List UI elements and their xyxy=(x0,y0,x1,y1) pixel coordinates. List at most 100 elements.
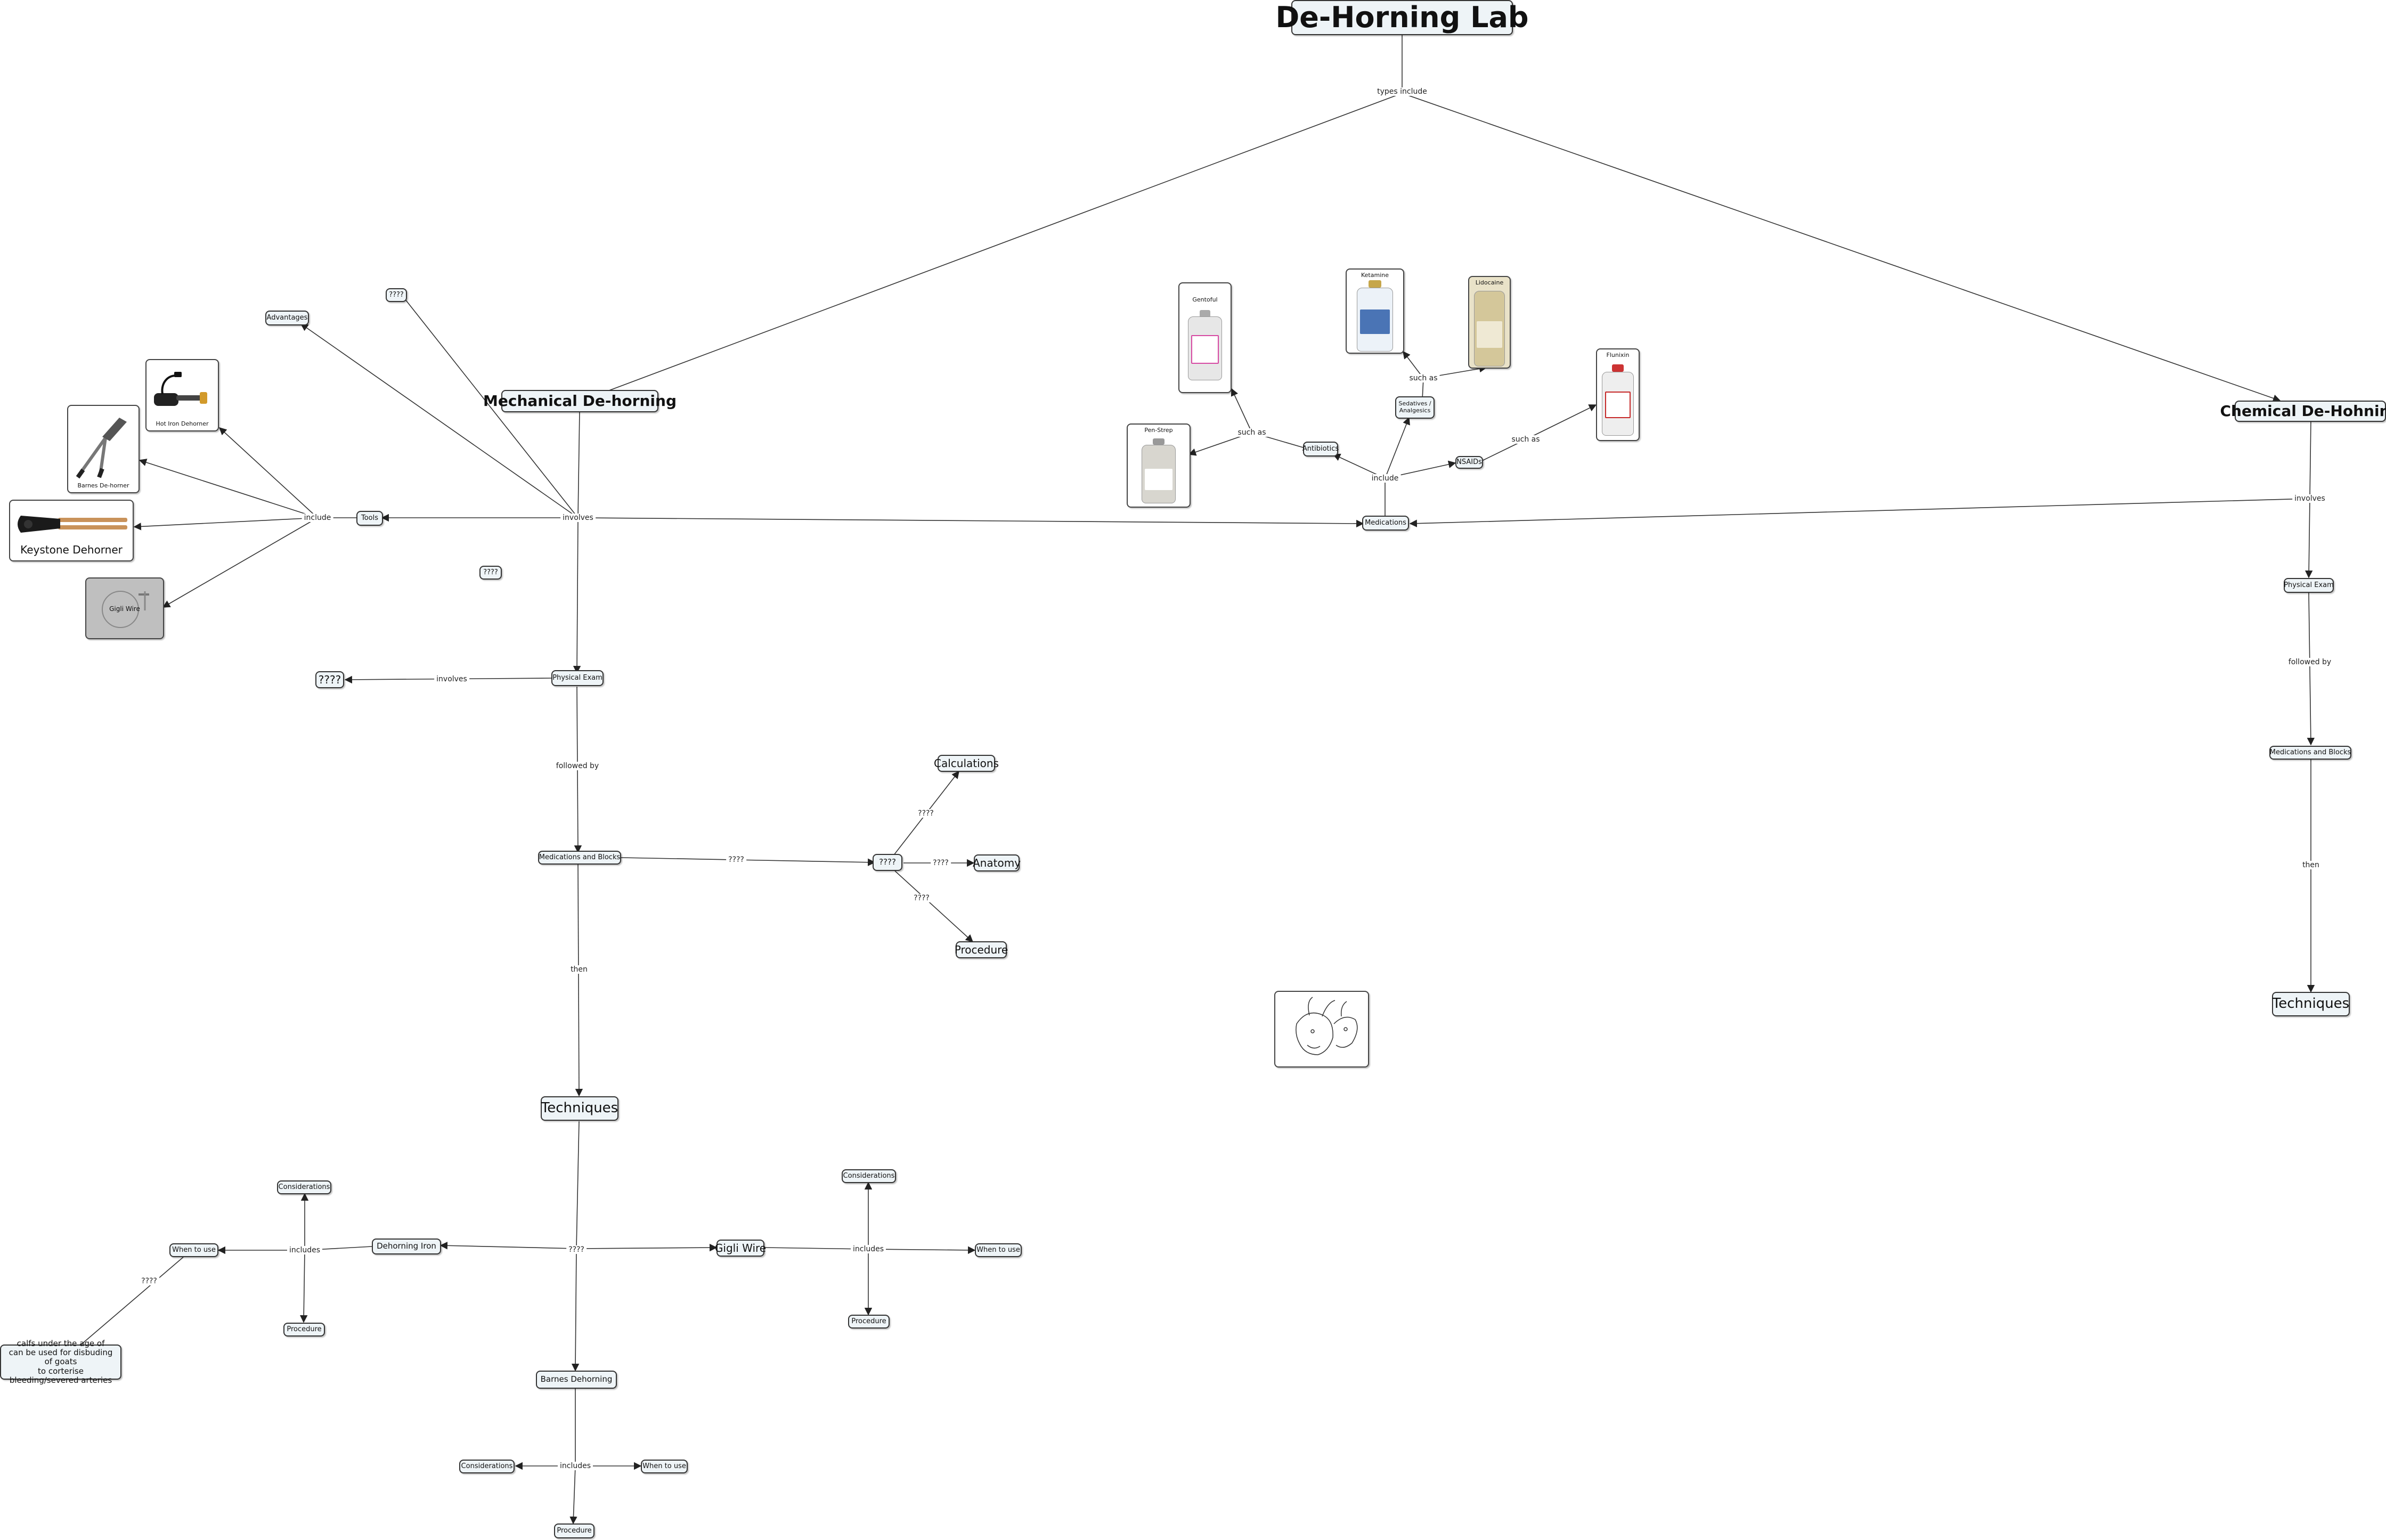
node-unknown-mid[interactable]: ???? xyxy=(479,566,502,580)
caption-keystone: Keystone Dehorner xyxy=(20,543,123,556)
edge-q-barnes xyxy=(571,1248,580,1372)
image-gigli-wire[interactable]: Gigli Wire xyxy=(85,577,164,639)
link-q-iron-note: ???? xyxy=(139,1277,159,1285)
node-nsaids[interactable]: NSAIDs xyxy=(1455,456,1483,469)
node-when-gigli[interactable]: When to use xyxy=(975,1243,1022,1257)
caption-ketamine: Ketamine xyxy=(1361,272,1389,279)
node-procedure-iron[interactable]: Procedure xyxy=(283,1323,325,1337)
edge-mech-involves xyxy=(577,411,580,518)
node-procedure-barnes[interactable]: Procedure xyxy=(554,1523,595,1538)
link-involves-chem: involves xyxy=(2292,494,2327,503)
caption-barnes: Barnes De-horner xyxy=(77,482,129,489)
link-then-right: then xyxy=(2300,861,2322,869)
edge-includes-proc-barnes xyxy=(569,1465,577,1525)
node-procedure-gigli[interactable]: Procedure xyxy=(848,1315,890,1329)
caption-gentamicin: Gentoful xyxy=(1192,296,1218,303)
edge-include-sedatives xyxy=(1385,417,1410,479)
edge-includes-proc-iron xyxy=(299,1250,308,1323)
image-pen-strep[interactable]: Pen-Strep xyxy=(1127,423,1191,508)
link-include-meds: include xyxy=(1369,474,1401,483)
node-unknown-calc[interactable]: ???? xyxy=(873,854,902,871)
node-unknown-top[interactable]: ???? xyxy=(386,288,407,302)
image-ketamine[interactable]: Ketamine xyxy=(1346,268,1404,354)
gentamicin-bottle-icon xyxy=(1188,316,1222,380)
link-such-as-nsaids: such as xyxy=(1509,435,1542,444)
link-involves-exam: involves xyxy=(434,675,469,683)
edge-chem-medications xyxy=(1409,498,2310,527)
node-calves-note[interactable]: calfs under the age of can be used for d… xyxy=(0,1339,121,1385)
node-when-barnes[interactable]: When to use xyxy=(641,1460,688,1473)
edge-chem-physexam xyxy=(2304,498,2313,578)
edge-tech-q xyxy=(576,1121,580,1249)
node-meds-blocks-left[interactable]: Medications and Blocks xyxy=(538,851,621,865)
node-physical-exam-left[interactable]: Physical Exam xyxy=(551,670,604,686)
image-cattle-sketch[interactable] xyxy=(1274,991,1369,1068)
node-meds-blocks-right[interactable]: Medications and Blocks xyxy=(2269,746,2351,760)
lidocaine-bottle-icon xyxy=(1474,291,1505,366)
link-then-left: then xyxy=(568,965,590,974)
node-sedatives[interactable]: Sedatives / Analgesics xyxy=(1395,396,1435,419)
node-procedure-calc[interactable]: Procedure xyxy=(955,941,1008,958)
node-considerations-iron[interactable]: Considerations xyxy=(277,1180,331,1194)
ketamine-bottle-icon xyxy=(1357,288,1393,352)
edge-include-barnes xyxy=(139,459,318,518)
link-includes-barnes: includes xyxy=(557,1462,593,1470)
node-advantages[interactable]: Advantages xyxy=(265,311,309,325)
link-q-calc-mid: ???? xyxy=(931,859,951,867)
edge-when-note xyxy=(79,1257,184,1346)
edge-meds-techniques xyxy=(575,862,583,1097)
node-barnes-dehorning[interactable]: Barnes Dehorning xyxy=(536,1371,617,1389)
node-tools[interactable]: Tools xyxy=(356,511,383,526)
node-when-iron[interactable]: When to use xyxy=(169,1243,218,1257)
caption-flunixin: Flunixin xyxy=(1606,352,1630,358)
caption-lidocaine: Lidocaine xyxy=(1475,279,1504,286)
link-includes-gigli: includes xyxy=(850,1245,886,1253)
image-gentamicin[interactable]: Gentoful xyxy=(1178,282,1232,393)
edge-chem-involves xyxy=(2309,419,2311,499)
node-antibiotics[interactable]: Antibiotics xyxy=(1302,442,1339,457)
image-lidocaine[interactable]: Lidocaine xyxy=(1468,276,1511,369)
node-unknown-exam[interactable]: ???? xyxy=(315,671,344,688)
edge-q-gigli xyxy=(576,1243,718,1252)
edge-involves-physexam xyxy=(573,517,581,674)
node-title[interactable]: De-Horning Lab xyxy=(1275,0,1529,35)
edge-suchas-flunixin xyxy=(1525,404,1597,440)
link-q-calc: ???? xyxy=(726,855,746,864)
node-physical-exam-right[interactable]: Physical Exam xyxy=(2284,578,2334,593)
link-includes-iron: includes xyxy=(287,1246,323,1254)
node-techniques-left[interactable]: Techniques xyxy=(541,1096,618,1121)
image-hot-iron-dehorner[interactable]: Hot Iron Dehorner xyxy=(145,359,219,431)
caption-gigli: Gigli Wire xyxy=(109,605,140,613)
node-medications[interactable]: Medications xyxy=(1362,516,1409,531)
node-techniques-right[interactable]: Techniques xyxy=(2272,992,2350,1016)
image-keystone-dehorner[interactable]: Keystone Dehorner xyxy=(9,500,134,561)
link-followed-by-right: followed by xyxy=(2286,658,2334,666)
link-q-calc-bot: ???? xyxy=(911,894,932,902)
node-considerations-barnes[interactable]: Considerations xyxy=(459,1460,515,1473)
node-gigli-wire[interactable]: Gigli Wire xyxy=(715,1240,766,1257)
node-mechanical-dehorning[interactable]: Mechanical De-horning xyxy=(483,390,677,412)
edge-unknowncalc-procedure xyxy=(894,870,974,942)
gigli-wire-icon xyxy=(102,591,149,628)
node-calculations[interactable]: Calculations xyxy=(934,755,999,772)
edge-meds-unknown-calc xyxy=(620,857,876,866)
flunixin-bottle-icon xyxy=(1602,372,1634,436)
barnes-dehorner-icon xyxy=(76,418,127,479)
image-barnes-dehorner[interactable]: Barnes De-horner xyxy=(67,405,140,493)
edge-suchas-ketamine xyxy=(1403,351,1424,379)
node-chemical-dehorning[interactable]: Chemical De-Hohning xyxy=(2220,401,2386,422)
node-anatomy[interactable]: Anatomy xyxy=(973,854,1021,871)
edge-include-hotiron xyxy=(218,427,318,518)
image-flunixin[interactable]: Flunixin xyxy=(1596,348,1640,441)
edge-involves-advantages xyxy=(300,323,579,518)
node-dehorning-iron[interactable]: Dehorning Iron xyxy=(372,1238,441,1254)
caption-pen-strep: Pen-Strep xyxy=(1144,427,1173,434)
node-considerations-gigli[interactable]: Considerations xyxy=(842,1169,896,1183)
cattle-sketch-icon xyxy=(1296,997,1358,1055)
edge-types-chem xyxy=(1402,93,2281,402)
keystone-dehorner-icon xyxy=(18,516,127,533)
link-include-tools: include xyxy=(302,514,333,522)
link-q-calc-top: ???? xyxy=(916,809,936,818)
